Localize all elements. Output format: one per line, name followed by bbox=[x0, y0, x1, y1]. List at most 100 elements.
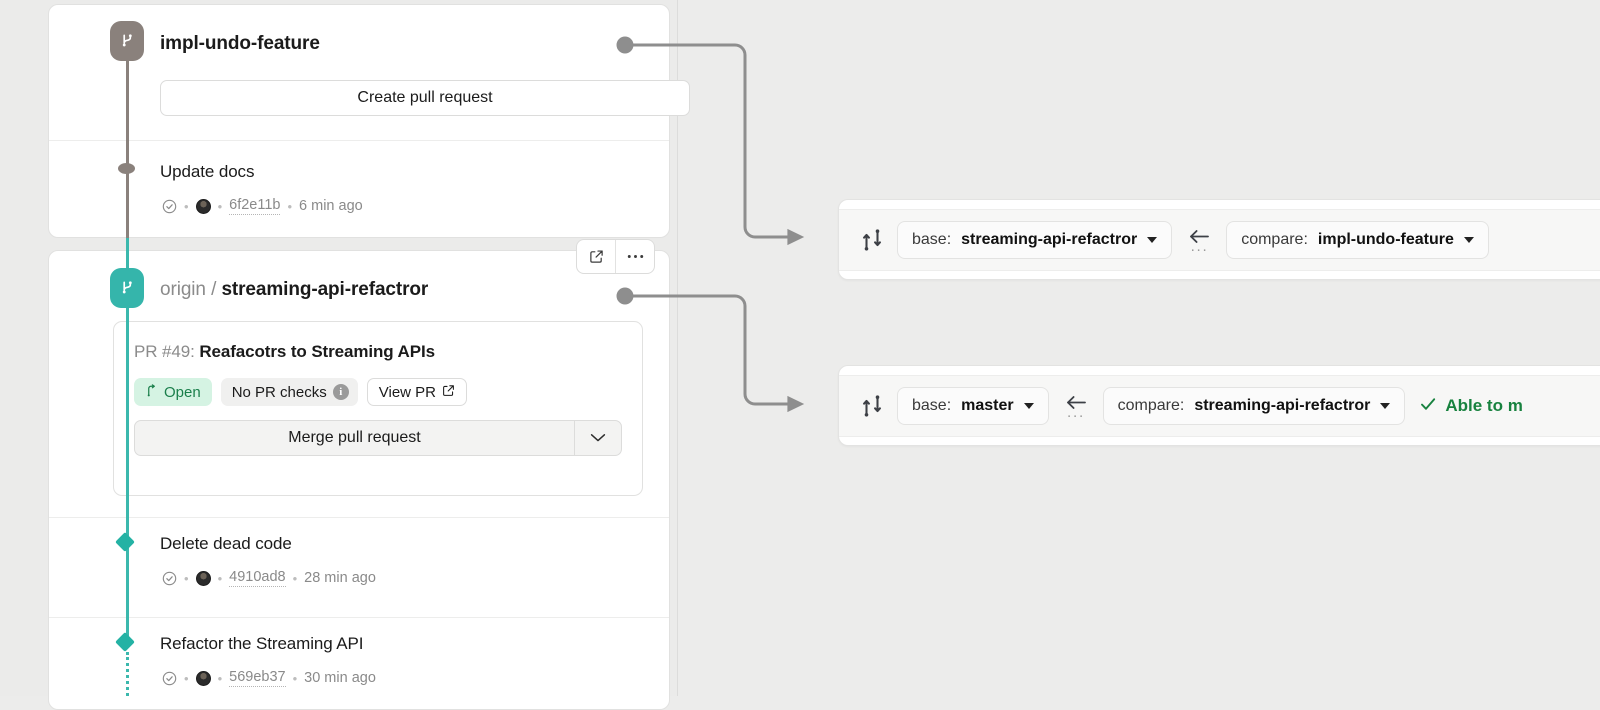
compare-branches-icon bbox=[861, 395, 883, 417]
compare-branch-prefix: compare: bbox=[1241, 231, 1308, 248]
pr-checks-label: No PR checks bbox=[231, 383, 327, 401]
commit-title[interactable]: Update docs bbox=[160, 162, 254, 182]
merge-options-dropdown[interactable] bbox=[574, 421, 621, 455]
arrow-left-icon bbox=[1190, 229, 1210, 243]
commit-title-text: Refactor the Streaming API bbox=[160, 634, 364, 653]
pull-request-box: PR #49: Reafacotrs to Streaming APIs Ope… bbox=[113, 321, 643, 496]
branch-card-remote[interactable]: PR #49: Reafacotrs to Streaming APIs Ope… bbox=[48, 239, 670, 710]
branch-list-scroll[interactable]: impl-undo-feature Create pull request Up… bbox=[48, 0, 690, 710]
branch-name-local: impl-undo-feature bbox=[160, 33, 320, 55]
direction-indicator: ··· bbox=[1063, 394, 1089, 424]
compare-card[interactable]: base: master ··· compare: streaming-api-… bbox=[838, 365, 1600, 446]
card-divider bbox=[49, 517, 669, 518]
commit-sha[interactable]: 569eb37 bbox=[229, 669, 286, 687]
commit-title[interactable]: Delete dead code bbox=[160, 534, 292, 554]
merge-pull-request-split-button[interactable]: Merge pull request bbox=[134, 420, 622, 456]
chevron-down-icon bbox=[590, 434, 606, 442]
commit-time: 30 min ago bbox=[304, 670, 376, 686]
branch-name-local-text: impl-undo-feature bbox=[160, 33, 320, 54]
check-circle-icon bbox=[162, 671, 177, 686]
direction-dots: ··· bbox=[1190, 240, 1209, 258]
commit-title-text: Delete dead code bbox=[160, 534, 292, 553]
meta-separator: • bbox=[184, 198, 189, 214]
card-divider bbox=[49, 617, 669, 618]
commit-meta: • • 6f2e11b • 6 min ago bbox=[162, 197, 363, 215]
avatar bbox=[195, 198, 211, 214]
chevron-down-icon bbox=[1380, 403, 1391, 409]
timeline-rail-remote bbox=[126, 238, 129, 638]
kebab-menu-icon[interactable] bbox=[615, 240, 654, 273]
timeline-rail-dotted bbox=[126, 652, 129, 696]
avatar bbox=[195, 570, 211, 586]
compare-card[interactable]: base: streaming-api-refactror ··· compar… bbox=[838, 199, 1600, 280]
view-pr-button[interactable]: View PR bbox=[366, 378, 467, 406]
chevron-down-icon bbox=[1463, 237, 1474, 243]
card-divider bbox=[49, 140, 669, 141]
merge-pull-request-label: Merge pull request bbox=[288, 429, 421, 446]
pull-request-heading[interactable]: PR #49: Reafacotrs to Streaming APIs bbox=[134, 342, 435, 362]
meta-separator: • bbox=[217, 670, 223, 686]
compare-branch-select[interactable]: compare: impl-undo-feature bbox=[1226, 221, 1489, 259]
meta-separator: • bbox=[184, 670, 189, 686]
meta-separator: • bbox=[287, 198, 293, 214]
meta-separator: • bbox=[184, 570, 189, 586]
compare-branches-icon bbox=[861, 229, 883, 251]
arrow-left-icon bbox=[1066, 395, 1086, 409]
branch-remote-name-text: streaming-api-refactror bbox=[221, 279, 429, 300]
check-icon bbox=[1419, 395, 1437, 418]
branch-name-remote: origin / streaming-api-refactror bbox=[160, 279, 428, 301]
commit-sha[interactable]: 6f2e11b bbox=[229, 197, 281, 215]
base-branch-select[interactable]: base: streaming-api-refactror bbox=[897, 221, 1173, 259]
direction-dots: ··· bbox=[1066, 406, 1085, 424]
external-link-icon bbox=[442, 384, 455, 401]
chevron-down-icon bbox=[1147, 237, 1158, 243]
meta-separator: • bbox=[292, 670, 298, 686]
meta-separator: • bbox=[217, 198, 223, 214]
pr-checks-chip[interactable]: No PR checks i bbox=[220, 378, 358, 406]
merge-status-label: Able to m bbox=[1445, 396, 1523, 415]
external-link-icon[interactable] bbox=[577, 240, 615, 273]
pull-request-icon bbox=[145, 383, 158, 401]
create-pull-request-label: Create pull request bbox=[357, 89, 493, 106]
base-branch-prefix: base: bbox=[912, 397, 952, 414]
commit-node-dot bbox=[118, 163, 135, 174]
commit-meta: • • 4910ad8 • 28 min ago bbox=[162, 569, 376, 587]
branch-card-actions[interactable] bbox=[576, 239, 655, 274]
meta-separator: • bbox=[217, 570, 223, 586]
avatar bbox=[195, 670, 211, 686]
commit-title-text: Update docs bbox=[160, 162, 255, 181]
view-pr-label: View PR bbox=[378, 383, 436, 401]
chevron-down-icon bbox=[1023, 403, 1034, 409]
pull-request-number: PR #49: bbox=[134, 342, 195, 361]
pull-request-title: Reafacotrs to Streaming APIs bbox=[199, 342, 435, 361]
create-pull-request-button[interactable]: Create pull request bbox=[160, 80, 690, 116]
base-branch-prefix: base: bbox=[912, 231, 952, 248]
commit-sha[interactable]: 4910ad8 bbox=[229, 569, 286, 587]
branch-list-panel: impl-undo-feature Create pull request Up… bbox=[0, 0, 690, 710]
compare-toolbar: base: master ··· compare: streaming-api-… bbox=[839, 375, 1600, 437]
meta-separator: • bbox=[292, 570, 298, 586]
commit-meta: • • 569eb37 • 30 min ago bbox=[162, 669, 376, 687]
branch-card-local[interactable] bbox=[48, 4, 670, 238]
branch-remote-separator: / bbox=[211, 279, 217, 300]
commit-time: 28 min ago bbox=[304, 570, 376, 586]
status-badge-open: Open bbox=[134, 378, 212, 406]
info-icon[interactable]: i bbox=[332, 384, 349, 400]
compare-branch-value: impl-undo-feature bbox=[1317, 231, 1454, 248]
compare-toolbar: base: streaming-api-refactror ··· compar… bbox=[839, 209, 1600, 271]
commit-time: 6 min ago bbox=[299, 198, 363, 214]
check-circle-icon bbox=[162, 571, 177, 586]
pull-request-chips: Open No PR checks i View PR bbox=[134, 378, 467, 406]
base-branch-value: streaming-api-refactror bbox=[961, 231, 1138, 248]
direction-indicator: ··· bbox=[1186, 228, 1212, 258]
compare-branch-prefix: compare: bbox=[1117, 397, 1185, 414]
commit-title[interactable]: Refactor the Streaming API bbox=[160, 634, 364, 654]
branch-icon-local bbox=[110, 21, 144, 61]
compare-branch-select[interactable]: compare: streaming-api-refactror bbox=[1102, 387, 1406, 425]
branch-remote-prefix: origin bbox=[160, 279, 206, 300]
check-circle-icon bbox=[162, 199, 177, 214]
base-branch-select[interactable]: base: master bbox=[897, 387, 1049, 425]
merge-status: Able to m bbox=[1419, 395, 1523, 418]
merge-pull-request-button[interactable]: Merge pull request bbox=[135, 421, 574, 455]
